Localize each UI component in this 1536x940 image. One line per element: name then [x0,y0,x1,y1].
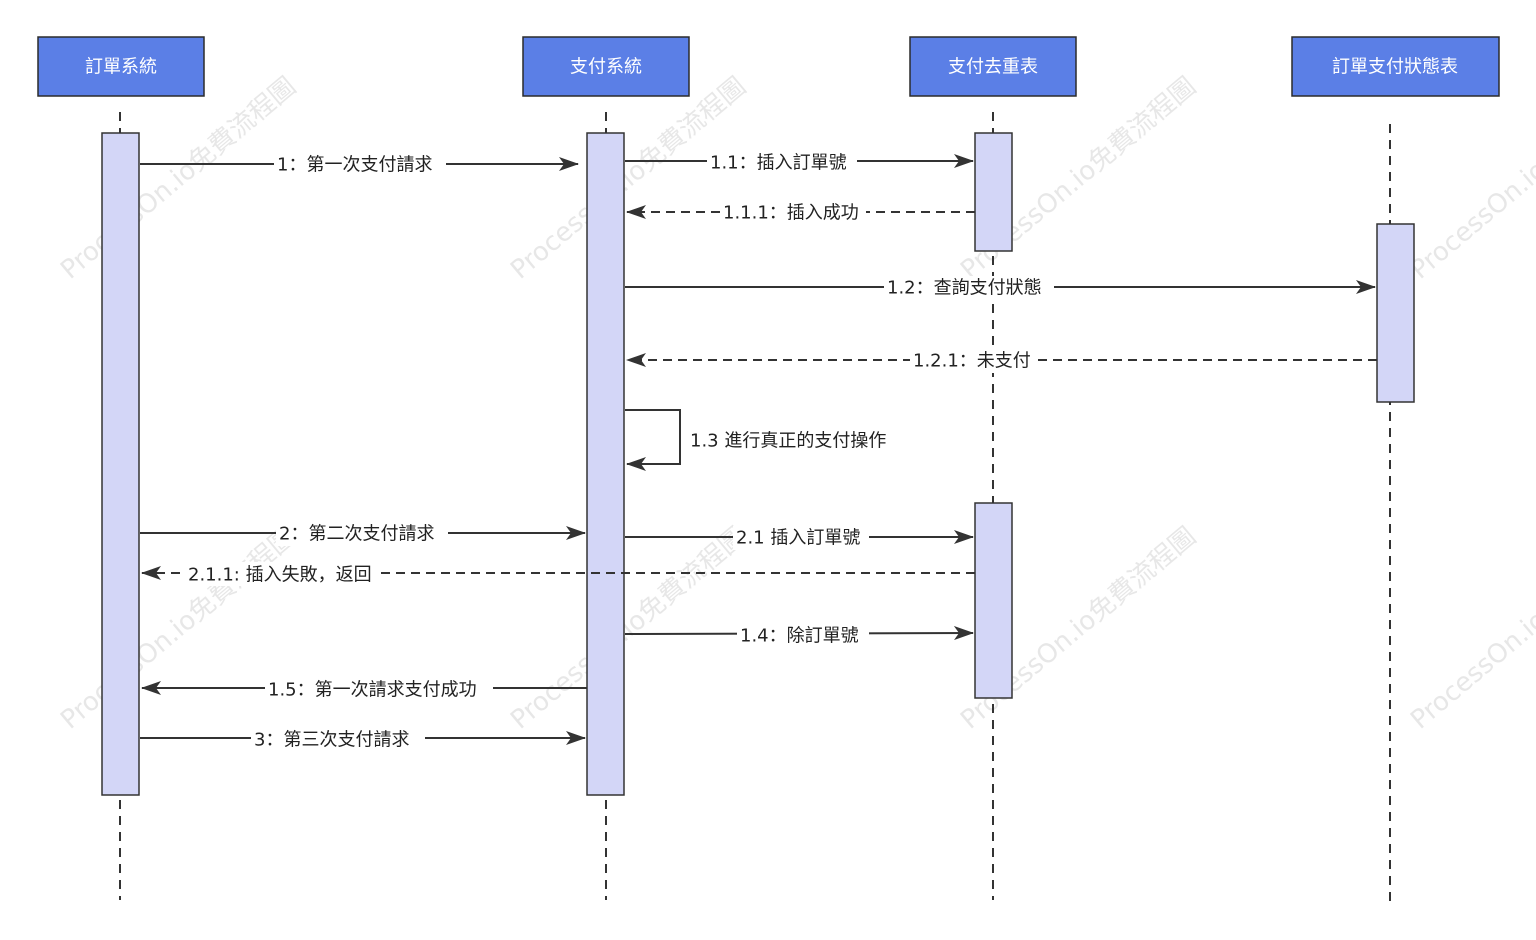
message-1[interactable]: 1：第一次支付請求 [140,152,579,176]
message-1-1[interactable]: 1.1：插入訂單號 [625,150,974,174]
watermark-text: ProcessOn.io免費流程圖 [505,521,752,735]
watermark-text: ProcessOn.io免費流程圖 [55,521,302,735]
message-1-4[interactable]: 1.4：除訂單號 [624,623,974,647]
message-1-1-1[interactable]: 1.1.1：插入成功 [626,201,975,225]
message-label: 1.2.1：未支付 [913,351,1031,372]
message-1-2[interactable]: 1.2：查詢支付狀態 [625,276,1376,300]
lifelines [119,112,1391,905]
actor-label: 訂單系統 [85,57,157,78]
actor-order-system[interactable]: 訂單系統 [37,36,205,97]
activations [101,132,1415,796]
message-1-2-1[interactable]: 1.2.1：未支付 [626,349,1377,373]
actor-label: 支付系統 [570,57,642,78]
messages: 1：第一次支付請求 1.1：插入訂單號 1.1.1：插入成功 1.2：查詢支付狀… [140,150,1377,751]
watermark-text: ProcessOn.io免費流程圖 [1405,521,1536,735]
actor-headers: 訂單系統 支付系統 支付去重表 訂單支付狀態表 [37,36,1500,97]
activation-status-table [1376,223,1415,403]
message-label: 3：第三次支付請求 [254,730,409,751]
watermark-text: ProcessOn.io免費流程圖 [505,71,752,285]
actor-label: 訂單支付狀態表 [1332,57,1458,78]
message-2-1-1[interactable]: 2.1.1: 插入失敗，返回 [141,562,975,586]
actor-payment-system[interactable]: 支付系統 [522,36,690,97]
message-label: 1.1：插入訂單號 [710,153,847,174]
activation-dedup-table-1 [974,132,1013,252]
actor-label: 支付去重表 [948,57,1038,78]
message-label: 1.1.1：插入成功 [723,203,859,224]
message-1-3[interactable]: 1.3 進行真正的支付操作 [625,409,886,471]
watermark-text: ProcessOn.io免費流程圖 [1405,71,1536,285]
message-label: 1.2：查詢支付狀態 [887,278,1042,299]
message-label: 2.1 插入訂單號 [736,528,860,549]
message-2-1[interactable]: 2.1 插入訂單號 [625,526,974,550]
message-3[interactable]: 3：第三次支付請求 [140,727,586,751]
message-1-5[interactable]: 1.5：第一次請求支付成功 [141,677,587,701]
message-label: 1.4：除訂單號 [740,626,859,647]
actor-dedup-table[interactable]: 支付去重表 [909,36,1077,97]
actor-status-table[interactable]: 訂單支付狀態表 [1291,36,1500,97]
message-label: 2：第二次支付請求 [279,524,434,545]
message-label: 1.5：第一次請求支付成功 [268,680,477,701]
message-label: 2.1.1: 插入失敗，返回 [188,565,372,586]
activation-order-system [101,132,140,796]
activation-payment-system [586,132,625,796]
activation-dedup-table-2 [974,502,1013,699]
message-label: 1.3 進行真正的支付操作 [690,431,886,452]
watermark-text: ProcessOn.io免費流程圖 [55,71,302,285]
message-label: 1：第一次支付請求 [277,155,432,176]
message-2[interactable]: 2：第二次支付請求 [140,522,586,546]
